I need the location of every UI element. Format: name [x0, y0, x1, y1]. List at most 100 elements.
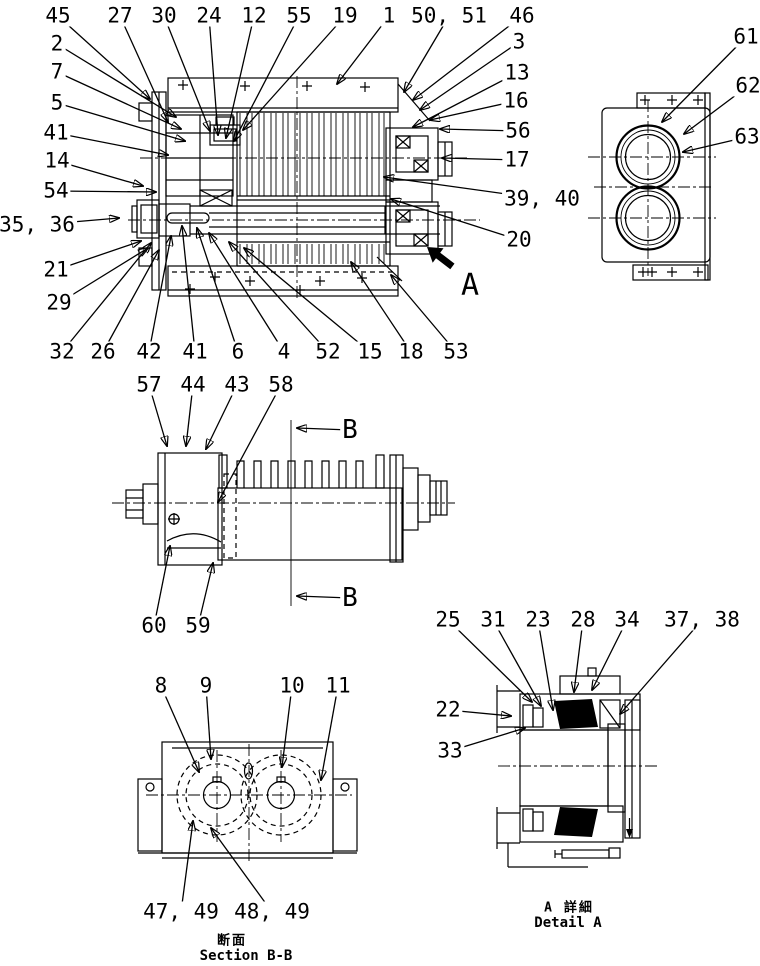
leader-line: [218, 384, 282, 502]
leader-line: [153, 546, 170, 627]
part-label-50-51: 50, 51: [409, 3, 489, 28]
part-label-41: 41: [180, 339, 210, 364]
part-label-21: 21: [41, 257, 71, 282]
part-label-5: 5: [48, 90, 66, 115]
part-label-48-49: 48, 49: [232, 899, 312, 924]
leader-line: [492, 619, 541, 706]
part-label-22: 22: [433, 697, 463, 722]
leader-line: [574, 619, 584, 692]
part-label-26: 26: [88, 339, 118, 364]
part-label-6: 6: [229, 339, 247, 364]
leader-line: [182, 226, 196, 353]
part-label-37-38: 37, 38: [662, 607, 742, 632]
part-label-23: 23: [523, 607, 553, 632]
leader-line: [337, 15, 390, 84]
part-label-56: 56: [503, 118, 533, 143]
part-label-16: 16: [501, 88, 531, 113]
part-label-43: 43: [222, 372, 252, 397]
leader-line: [56, 43, 176, 117]
caption-en-section-b-b: Section B-B: [197, 948, 295, 964]
part-label-35-36: 35, 36: [0, 214, 77, 236]
leader-line: [160, 685, 199, 772]
part-label-60: 60: [139, 613, 169, 638]
leader-line: [56, 102, 185, 141]
part-label-58: 58: [266, 372, 296, 397]
part-label-46: 46: [507, 3, 537, 28]
leader-line: [57, 15, 150, 99]
part-label-27: 27: [105, 3, 135, 28]
part-label-31: 31: [478, 607, 508, 632]
leader-line: [244, 248, 371, 353]
leader-line: [226, 15, 255, 138]
part-label-13: 13: [502, 60, 532, 85]
leader-line: [102, 250, 159, 353]
part-label-39-40: 39, 40: [502, 186, 582, 211]
leader-line: [243, 15, 346, 130]
part-label-20: 20: [504, 227, 534, 252]
part-label-24: 24: [194, 3, 224, 28]
detail-a-art: [496, 667, 660, 868]
leader-line: [209, 233, 285, 353]
leader-line: [229, 242, 329, 353]
leader-line: [163, 15, 210, 131]
part-label-25: 25: [433, 607, 463, 632]
part-label-7: 7: [48, 59, 66, 84]
part-label-54: 54: [41, 178, 71, 203]
part-label-34: 34: [612, 607, 642, 632]
leader-line: [321, 685, 339, 780]
part-label-42: 42: [134, 339, 164, 364]
view-letter-a: A: [458, 268, 482, 303]
part-label-52: 52: [313, 339, 343, 364]
part-label-15: 15: [355, 339, 385, 364]
leader-line: [206, 384, 238, 449]
part-label-57: 57: [134, 372, 164, 397]
part-label-63: 63: [732, 124, 760, 149]
part-label-59: 59: [183, 613, 213, 638]
main-section-art: [128, 76, 480, 298]
part-label-1: 1: [380, 3, 398, 28]
leader-line: [620, 619, 703, 714]
leader-line: [55, 132, 168, 155]
part-label-41: 41: [41, 120, 71, 145]
leader-line: [61, 243, 151, 353]
part-label-33: 33: [435, 738, 465, 763]
part-label-62: 62: [733, 75, 760, 97]
part-label-4: 4: [275, 339, 293, 364]
caption-en-detail-a: Detail A: [532, 915, 604, 931]
leader-line: [197, 228, 239, 353]
part-label-44: 44: [178, 372, 208, 397]
section-letter-b: B: [340, 583, 360, 613]
caption-jp--: 断面: [214, 933, 250, 949]
part-label-45: 45: [43, 3, 73, 28]
leader-line: [391, 199, 520, 241]
leader-line: [55, 191, 156, 192]
leader-line: [662, 36, 747, 122]
leader-line: [205, 685, 211, 759]
leader-line: [447, 619, 532, 702]
part-label-9: 9: [197, 673, 215, 698]
part-label-8: 8: [152, 673, 170, 698]
part-label-2: 2: [48, 31, 66, 56]
part-label-30: 30: [149, 3, 179, 28]
leader-line: [420, 41, 520, 110]
leader-line: [180, 821, 193, 913]
end-view-art: [588, 92, 716, 281]
leader-line: [413, 15, 523, 100]
part-label-61: 61: [731, 24, 760, 49]
leader-line: [208, 15, 218, 135]
part-label-3: 3: [510, 29, 528, 54]
leader-line: [391, 275, 457, 353]
leader-line: [592, 619, 628, 690]
part-label-18: 18: [396, 339, 426, 364]
part-label-29: 29: [44, 290, 74, 315]
part-label-11: 11: [323, 673, 353, 698]
part-label-19: 19: [330, 3, 360, 28]
leader-line: [211, 828, 273, 913]
part-label-12: 12: [239, 3, 269, 28]
part-label-28: 28: [568, 607, 598, 632]
section-letter-b: B: [340, 415, 360, 445]
part-label-17: 17: [502, 147, 532, 172]
part-label-32: 32: [47, 339, 77, 364]
